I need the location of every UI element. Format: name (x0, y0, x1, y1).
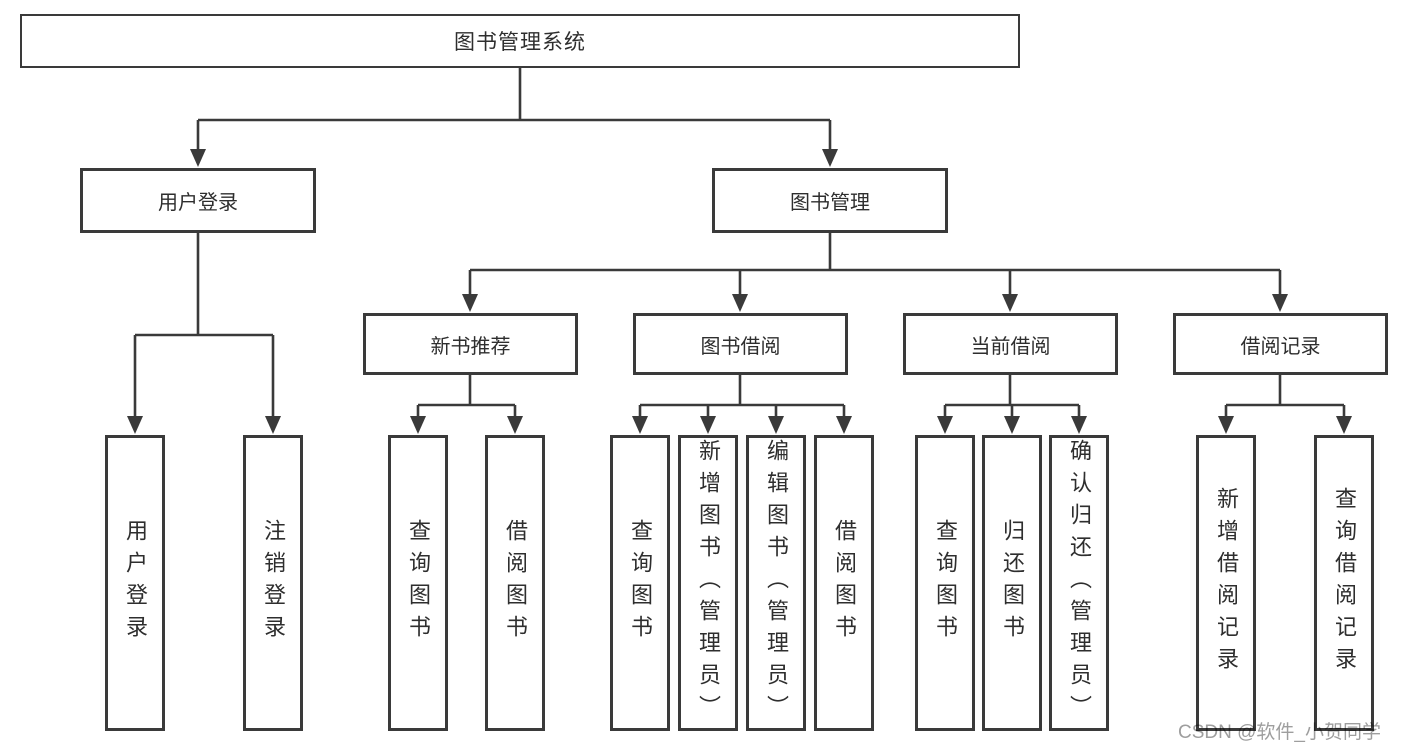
leaf-label: 注销登录 (261, 519, 286, 647)
leaf-label: 查询借阅记录 (1332, 487, 1357, 679)
leaf-query-books-borrowing: 查询图书 (610, 435, 670, 731)
node-library-system-root: 图书管理系统 (20, 14, 1020, 68)
leaf-return-book: 归还图书 (982, 435, 1042, 731)
leaf-label: 新增借阅记录 (1214, 487, 1239, 679)
node-label: 借阅记录 (1240, 335, 1321, 358)
node-label: 用户登录 (158, 192, 238, 214)
node-current-borrowing: 当前借阅 (903, 313, 1118, 375)
leaf-add-borrow-record: 新增借阅记录 (1196, 435, 1256, 731)
node-borrowing-records: 借阅记录 (1173, 313, 1388, 375)
leaf-label: 归还图书 (1000, 519, 1025, 647)
node-label: 图书管理 (790, 192, 870, 214)
leaf-label: 用户登录 (123, 519, 148, 647)
node-label: 新书推荐 (430, 335, 511, 358)
leaf-label: 新增图书（管理员） (696, 439, 721, 727)
node-book-borrowing: 图书借阅 (633, 313, 848, 375)
csdn-watermark: CSDN @软件_小贺同学 (1178, 722, 1381, 743)
leaf-label: 查询图书 (628, 519, 653, 647)
leaf-borrow-books-recommend: 借阅图书 (485, 435, 545, 731)
leaf-query-books-current: 查询图书 (915, 435, 975, 731)
leaf-label: 查询图书 (933, 519, 958, 647)
leaf-user-login: 用户登录 (105, 435, 165, 731)
node-label: 图书借阅 (700, 335, 781, 358)
leaf-label: 借阅图书 (832, 519, 857, 647)
node-label: 当前借阅 (970, 335, 1051, 358)
leaf-label: 确认归还（管理员） (1067, 439, 1092, 727)
node-user-login: 用户登录 (80, 168, 316, 233)
leaf-query-books-recommend: 查询图书 (388, 435, 448, 731)
node-new-book-recommendation: 新书推荐 (363, 313, 578, 375)
leaf-confirm-return-admin: 确认归还（管理员） (1049, 435, 1109, 731)
node-book-management: 图书管理 (712, 168, 948, 233)
leaf-edit-book-admin: 编辑图书（管理员） (746, 435, 806, 731)
leaf-add-book-admin: 新增图书（管理员） (678, 435, 738, 731)
leaf-logout: 注销登录 (243, 435, 303, 731)
leaf-label: 借阅图书 (503, 519, 528, 647)
leaf-label: 查询图书 (406, 519, 431, 647)
leaf-query-borrow-record: 查询借阅记录 (1314, 435, 1374, 731)
leaf-borrow-books-borrowing: 借阅图书 (814, 435, 874, 731)
leaf-label: 编辑图书（管理员） (764, 439, 789, 727)
node-label: 图书管理系统 (454, 31, 586, 54)
